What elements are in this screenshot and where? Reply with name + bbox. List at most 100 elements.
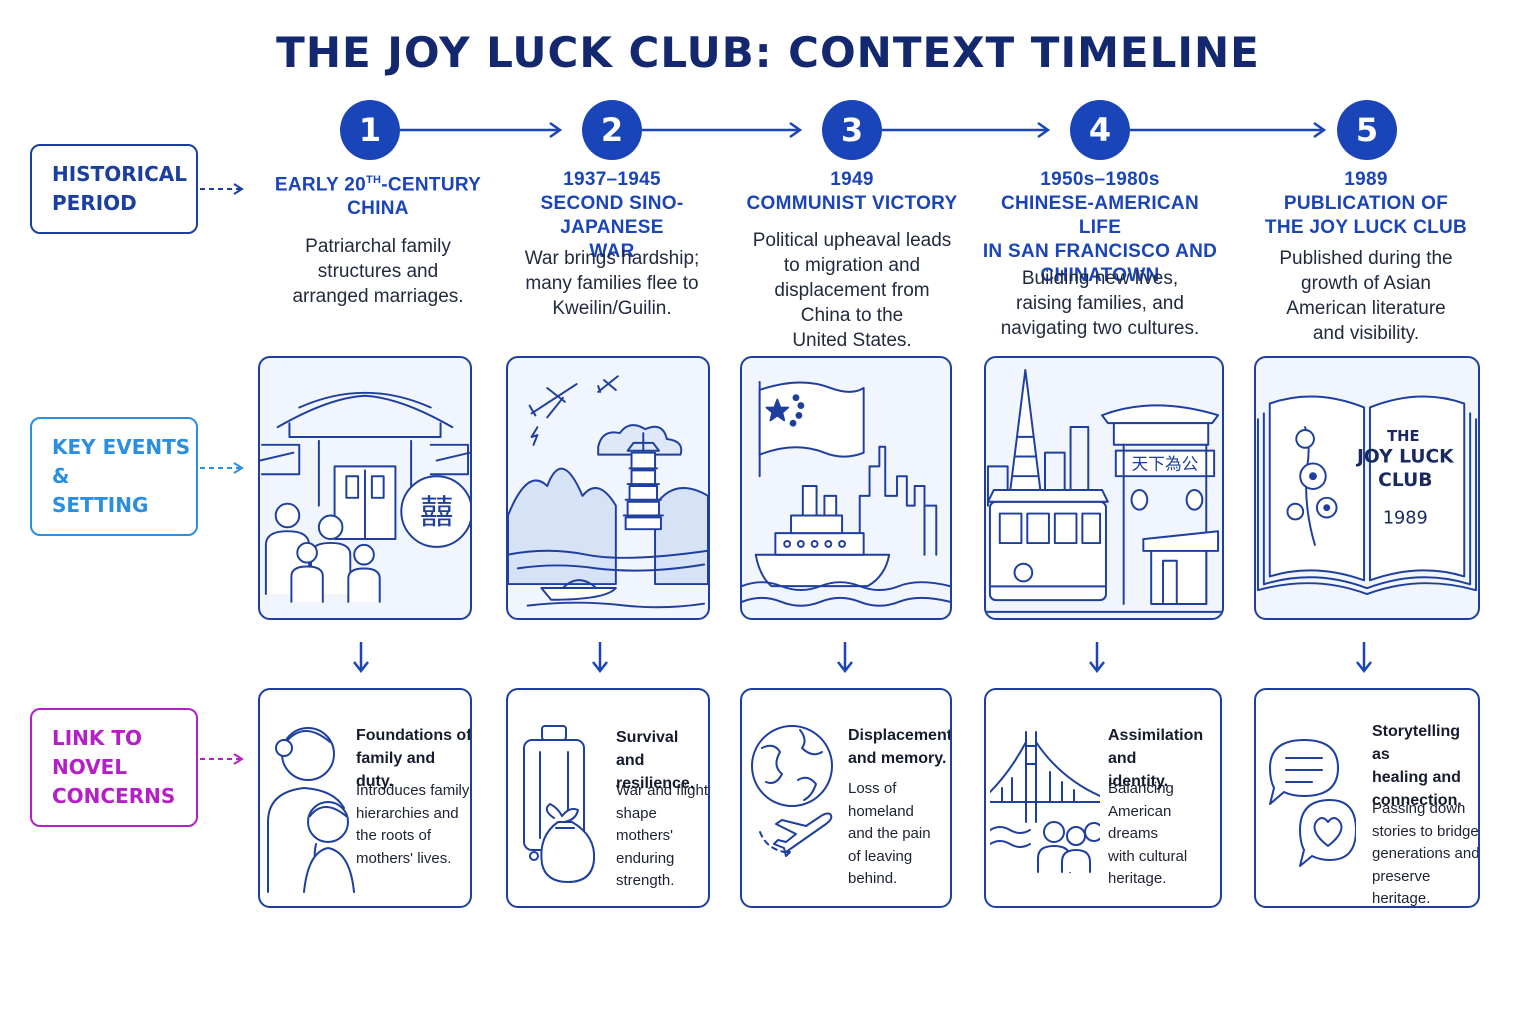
globe-airplane-icon [746, 712, 842, 902]
period-line: CHINATOWN [1040, 265, 1160, 286]
link-heading-line: connection. [1372, 792, 1462, 809]
book-title-line: THE [1387, 428, 1419, 445]
illustration-warplanes-guilin [506, 356, 710, 620]
timeline-arrow-icon [400, 121, 563, 139]
period-heading-5: 1989 PUBLICATION OF THE JOY LUCK CLUB [1248, 168, 1484, 240]
summary-line: United States. [792, 330, 912, 351]
link-heading-line: family and duty. [356, 750, 436, 790]
link-body-line: strength. [616, 872, 675, 889]
link-body-line: the roots of [356, 827, 432, 844]
period-line: WAR [589, 241, 635, 262]
link-body-line: War and flight [616, 782, 708, 799]
step-number-5: 5 [1337, 100, 1397, 160]
period-summary-5: Published during the growth of Asian Ame… [1248, 246, 1484, 346]
dashed-arrow-icon [200, 183, 244, 195]
illustration-courtyard-family: 囍 [258, 356, 472, 620]
period-line: SECOND SINO-JAPANESE [540, 193, 684, 238]
summary-line: displacement from [774, 280, 930, 301]
link-body-line: generations and [1372, 845, 1480, 862]
link-card-3: Displacement and memory. Loss of homelan… [740, 688, 952, 908]
period-heading-1: EARLY 20TH-CENTURY CHINA [258, 168, 498, 221]
down-arrow-icon [353, 642, 369, 674]
chinatown-gate-sign: 天下為公 [1132, 453, 1199, 473]
period-line: 1950s–1980s [1040, 169, 1160, 190]
summary-line: structures and [317, 261, 439, 282]
illustration-flag-ship [740, 356, 952, 620]
down-arrow-icon [592, 642, 608, 674]
summary-line: Patriarchal family [305, 236, 451, 257]
link-card-5: Storytelling as healing and connection. … [1254, 688, 1480, 908]
summary-line: many families flee to [525, 273, 699, 294]
row-label-line: CONCERNS [52, 784, 176, 808]
link-body-line: mothers' lives. [356, 849, 452, 867]
row-label-line: HISTORICAL [52, 162, 187, 186]
down-arrow-icon [837, 642, 853, 674]
summary-line: arranged marriages. [292, 286, 464, 307]
link-card-2: Survival and resilience. War and flight … [506, 688, 710, 908]
step-number-4: 4 [1070, 100, 1130, 160]
timeline-arrow-icon [882, 121, 1051, 139]
period-line: IN SAN FRANCISCO AND [982, 241, 1218, 262]
link-body: Introduces family hierarchies and the ro… [356, 780, 470, 870]
link-body-line: Introduces family [356, 782, 470, 799]
period-line: 1989 [1344, 169, 1388, 190]
timeline-arrow-icon [642, 121, 803, 139]
link-body: Loss of homeland and the pain of leaving… [848, 778, 950, 891]
suitcase-bundle-icon [512, 712, 608, 902]
link-heading: Assimilation and identity. [1108, 724, 1220, 793]
link-body-line: shape mothers' [616, 804, 674, 845]
link-body-line: Passing down [1372, 800, 1466, 817]
row-label-line: LINK TO NOVEL [52, 726, 143, 779]
link-body-line: heritage. [1108, 870, 1167, 887]
period-summary-4: Building new lives, raising families, an… [980, 266, 1220, 341]
link-heading-line: Storytelling as [1372, 723, 1461, 763]
mother-daughter-icon [264, 712, 360, 902]
summary-line: Building new lives, [1021, 268, 1179, 289]
link-heading: Storytelling as healing and connection. [1372, 720, 1478, 812]
link-heading-line: and memory. [848, 750, 947, 767]
link-body: War and flight shape mothers' enduring s… [616, 780, 708, 893]
book-year: 1989 [1383, 508, 1428, 528]
link-card-1: Foundations of family and duty. Introduc… [258, 688, 472, 908]
link-heading-line: resilience. [616, 775, 695, 792]
link-body-line: behind. [848, 870, 898, 887]
period-heading-4: 1950s–1980s CHINESE-AMERICAN LIFE IN SAN… [980, 168, 1220, 288]
period-line: THE JOY LUCK CLUB [1264, 217, 1468, 238]
link-body-line: Loss of homeland [848, 780, 914, 820]
link-heading-line: Displacement [848, 727, 952, 744]
step-number-1: 1 [340, 100, 400, 160]
summary-line: to migration and [783, 255, 921, 276]
period-line: EARLY 20TH-CENTURY [274, 174, 482, 196]
summary-line: War brings hardship; [524, 248, 700, 269]
link-heading-line: Foundations of [356, 727, 472, 744]
down-arrow-icon [1089, 642, 1105, 674]
period-line: 1937–1945 [563, 169, 661, 190]
link-heading: Foundations of family and duty. [356, 724, 472, 793]
dashed-arrow-icon [200, 462, 244, 474]
dashed-arrow-icon [200, 753, 244, 765]
period-summary-3: Political upheaval leads to migration an… [734, 228, 970, 353]
link-card-4: Assimilation and identity. Balancing Ame… [984, 688, 1222, 908]
link-body: Balancing American dreams with cultural … [1108, 778, 1220, 891]
timeline-arrow-icon [1130, 121, 1327, 139]
link-heading-line: identity. [1108, 773, 1169, 790]
period-line: COMMUNIST VICTORY [746, 193, 958, 214]
link-body-line: of leaving [848, 847, 913, 865]
summary-line: and visibility. [1312, 323, 1420, 344]
period-line: CHINESE-AMERICAN LIFE [1001, 193, 1199, 238]
row-label-link-to-novel: LINK TO NOVEL CONCERNS [30, 708, 198, 827]
link-heading: Displacement and memory. [848, 724, 952, 770]
superscript: TH [366, 174, 382, 186]
link-heading-line: Survival and [616, 729, 679, 769]
period-line: PUBLICATION OF [1283, 193, 1449, 214]
step-number-2: 2 [582, 100, 642, 160]
step-number-3: 3 [822, 100, 882, 160]
period-line: 1949 [830, 169, 874, 190]
link-body-line: American dreams [1108, 802, 1172, 843]
row-label-key-events: KEY EVENTS & SETTING [30, 417, 198, 536]
summary-line: raising families, and [1016, 293, 1184, 314]
summary-line: Political upheaval leads [752, 230, 952, 251]
summary-line: Kweilin/Guilin. [552, 298, 672, 319]
link-heading-line: healing and [1372, 769, 1461, 786]
golden-gate-people-icon [989, 712, 1104, 902]
